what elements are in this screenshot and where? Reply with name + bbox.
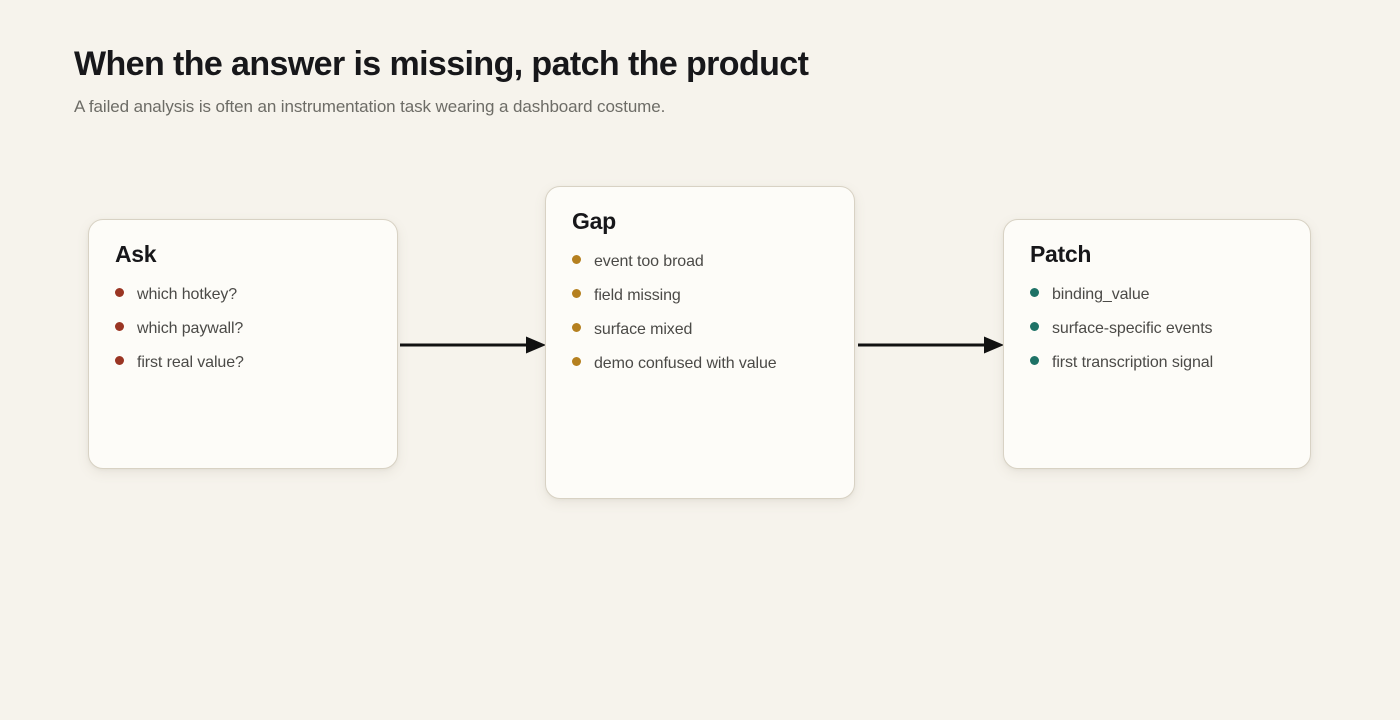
page-header: When the answer is missing, patch the pr… (74, 44, 1324, 118)
flow-node-patch-title: Patch (1030, 241, 1092, 267)
flow-node-patch[interactable]: Patch binding_value surface-specific eve… (1003, 219, 1311, 469)
list-item-label: first transcription signal (1052, 354, 1214, 372)
flow-node-gap[interactable]: Gap event too broad field missing surfac… (545, 186, 855, 499)
list-item: binding_value (1030, 285, 1286, 305)
list-item: which hotkey? (115, 285, 373, 305)
bullet-dot-icon (572, 255, 581, 265)
list-item-label: event too broad (594, 253, 704, 271)
flow-node-gap-list: event too broad field missing surface mi… (572, 252, 830, 374)
list-item: first real value? (115, 353, 373, 373)
list-item-label: which hotkey? (137, 286, 238, 304)
list-item: which paywall? (115, 319, 373, 339)
bullet-dot-icon (115, 288, 124, 298)
page-subtitle: A failed analysis is often an instrument… (74, 97, 666, 117)
flow-node-ask[interactable]: Ask which hotkey? which paywall? first r… (88, 219, 398, 469)
list-item-label: surface-specific events (1052, 320, 1213, 338)
bullet-dot-icon (572, 357, 581, 367)
list-item: field missing (572, 286, 830, 306)
bullet-dot-icon (115, 322, 124, 332)
page-title: When the answer is missing, patch the pr… (74, 45, 809, 83)
flow-connector-gap-to-patch (858, 335, 1004, 355)
list-item-label: which paywall? (137, 320, 244, 338)
flow-node-patch-list: binding_value surface-specific events fi… (1030, 285, 1286, 373)
bullet-dot-icon (1030, 288, 1039, 298)
bullet-dot-icon (1030, 356, 1039, 366)
flow-node-ask-list: which hotkey? which paywall? first real … (115, 285, 373, 373)
bullet-dot-icon (572, 289, 581, 299)
bullet-dot-icon (1030, 322, 1039, 332)
list-item: first transcription signal (1030, 353, 1286, 373)
bullet-dot-icon (115, 356, 124, 366)
list-item-label: surface mixed (594, 321, 693, 339)
list-item: event too broad (572, 252, 830, 272)
flow-node-ask-title: Ask (115, 241, 157, 267)
list-item: demo confused with value (572, 354, 830, 374)
list-item-label: binding_value (1052, 286, 1150, 304)
list-item-label: field missing (594, 287, 681, 305)
list-item: surface-specific events (1030, 319, 1286, 339)
bullet-dot-icon (572, 323, 581, 333)
list-item-label: first real value? (137, 354, 244, 372)
flow-node-gap-title: Gap (572, 208, 616, 234)
list-item-label: demo confused with value (594, 355, 777, 373)
flow-connector-ask-to-gap (400, 335, 546, 355)
list-item: surface mixed (572, 320, 830, 340)
